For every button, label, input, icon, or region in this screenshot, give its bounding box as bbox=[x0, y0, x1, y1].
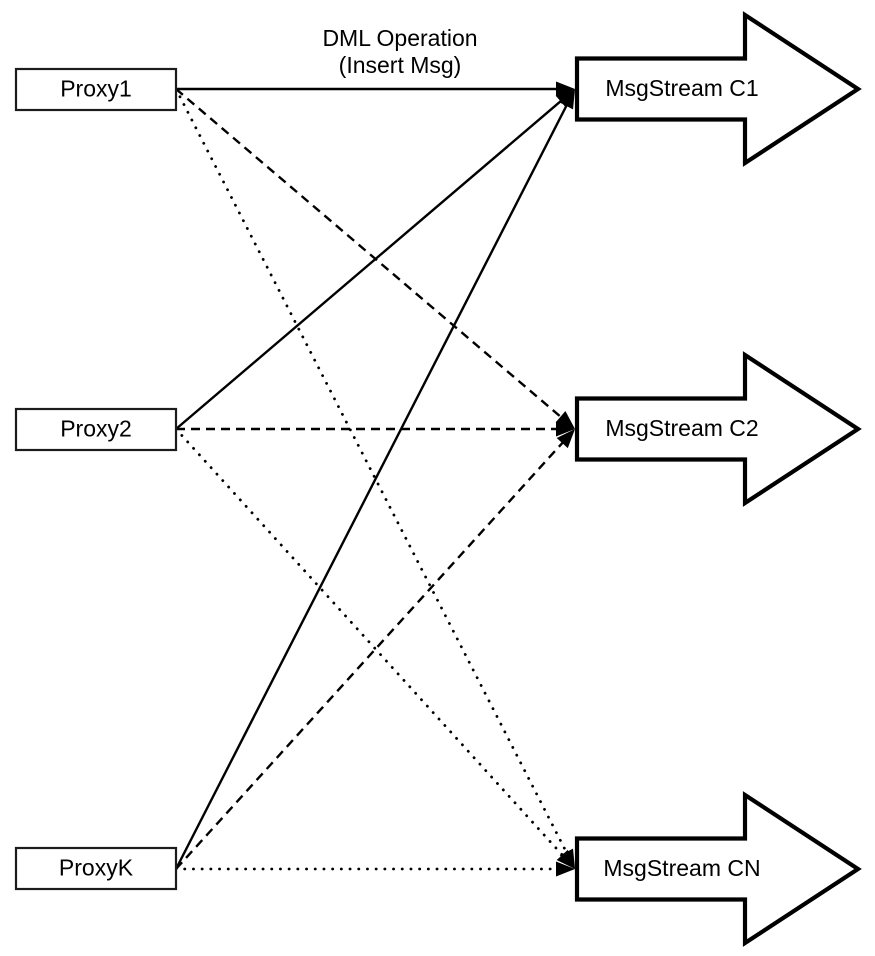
dml-operation-line2: (Insert Msg) bbox=[339, 52, 462, 78]
edge-pk-c1 bbox=[174, 96, 572, 870]
arrowhead-pk-cn bbox=[556, 861, 575, 877]
arrowhead-pk-c2 bbox=[556, 429, 575, 449]
arrowheads-layer bbox=[555, 81, 575, 877]
arrowhead-p1-c2 bbox=[555, 410, 575, 429]
dml-operation-line1: DML Operation bbox=[322, 25, 477, 51]
proxy-node-proxy1-box bbox=[14, 67, 178, 112]
proxy-node-proxyK[interactable]: ProxyK bbox=[14, 846, 178, 891]
arrowhead-pk-c1 bbox=[559, 89, 575, 110]
msgstream-cn-shape bbox=[574, 791, 862, 947]
msgstream-c2-label: MsgStream C2 bbox=[605, 415, 758, 441]
msgstream-c2[interactable]: MsgStream C2 bbox=[574, 351, 862, 507]
proxy-node-proxy2-label: Proxy2 bbox=[60, 416, 132, 442]
arrowhead-p2-c2 bbox=[556, 421, 575, 437]
edge-p1-cn bbox=[174, 87, 573, 863]
proxy-node-proxyK-box bbox=[14, 846, 178, 891]
msgstream-c2-shape bbox=[574, 351, 862, 507]
streams-layer: MsgStream C1 MsgStream C2 MsgStream CN bbox=[574, 11, 862, 947]
msgstream-cn-label: MsgStream CN bbox=[603, 855, 760, 881]
dml-operation-annotation: DML Operation (Insert Msg) bbox=[322, 25, 477, 78]
proxy-node-proxy2-box bbox=[14, 407, 178, 452]
proxy-node-proxy1-label: Proxy1 bbox=[60, 76, 132, 102]
arrowhead-p2-cn bbox=[556, 849, 575, 869]
msgstream-c1[interactable]: MsgStream C1 bbox=[574, 11, 862, 167]
edges-layer bbox=[174, 87, 573, 871]
arrowhead-p1-c1 bbox=[556, 81, 575, 97]
msgstream-cn[interactable]: MsgStream CN bbox=[574, 791, 862, 947]
proxy-node-proxy2[interactable]: Proxy2 bbox=[14, 407, 178, 452]
edge-p1-c2 bbox=[175, 88, 569, 425]
proxy-node-proxyK-label: ProxyK bbox=[59, 855, 134, 881]
proxy-node-proxy1[interactable]: Proxy1 bbox=[14, 67, 178, 112]
msgstream-c1-shape bbox=[574, 11, 862, 167]
edge-p2-c1 bbox=[175, 93, 569, 430]
msgstream-c1-label: MsgStream C1 bbox=[605, 75, 758, 101]
edge-pk-c2 bbox=[175, 434, 570, 870]
edge-p2-cn bbox=[174, 427, 571, 864]
